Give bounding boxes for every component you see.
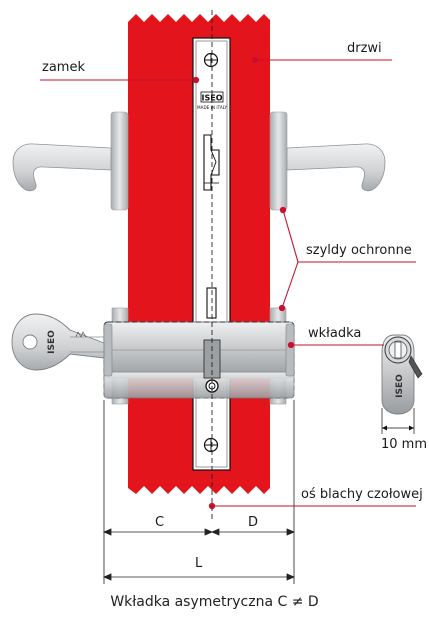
handle-right <box>286 143 386 192</box>
label-axis: oś blachy czołowej <box>301 487 423 502</box>
dimension-lines <box>102 400 296 584</box>
cylinder-end-view: ISEO <box>381 334 423 434</box>
label-protective-plates: szyldy ochronne <box>306 243 412 258</box>
label-lock: zamek <box>42 60 85 75</box>
end-view-logo-text: ISEO <box>395 374 405 398</box>
diagram-caption: Wkładka asymetryczna C ≠ D <box>110 594 319 610</box>
label-cylinder: wkładka <box>308 326 362 341</box>
screw-bottom-icon <box>203 437 219 453</box>
screw-top-icon <box>203 52 219 68</box>
label-dimension-c: C <box>155 515 165 530</box>
label-dimension-l: L <box>195 556 203 571</box>
latch-bolt <box>203 134 220 191</box>
handle-left <box>12 143 112 192</box>
faceplate <box>192 37 231 471</box>
handle-rosette-left <box>110 111 129 211</box>
leader-lines <box>40 56 416 510</box>
label-10mm: 10 mm <box>381 437 428 452</box>
label-door: drzwi <box>347 41 382 56</box>
key-icon: ISEO <box>11 313 105 371</box>
label-dimension-d: D <box>248 515 259 530</box>
handle-rosette-right <box>269 111 288 211</box>
cylinder-body <box>103 321 295 399</box>
deadbolt <box>206 287 217 319</box>
key-logo-text: ISEO <box>47 330 57 354</box>
faceplate-inner <box>195 40 228 468</box>
